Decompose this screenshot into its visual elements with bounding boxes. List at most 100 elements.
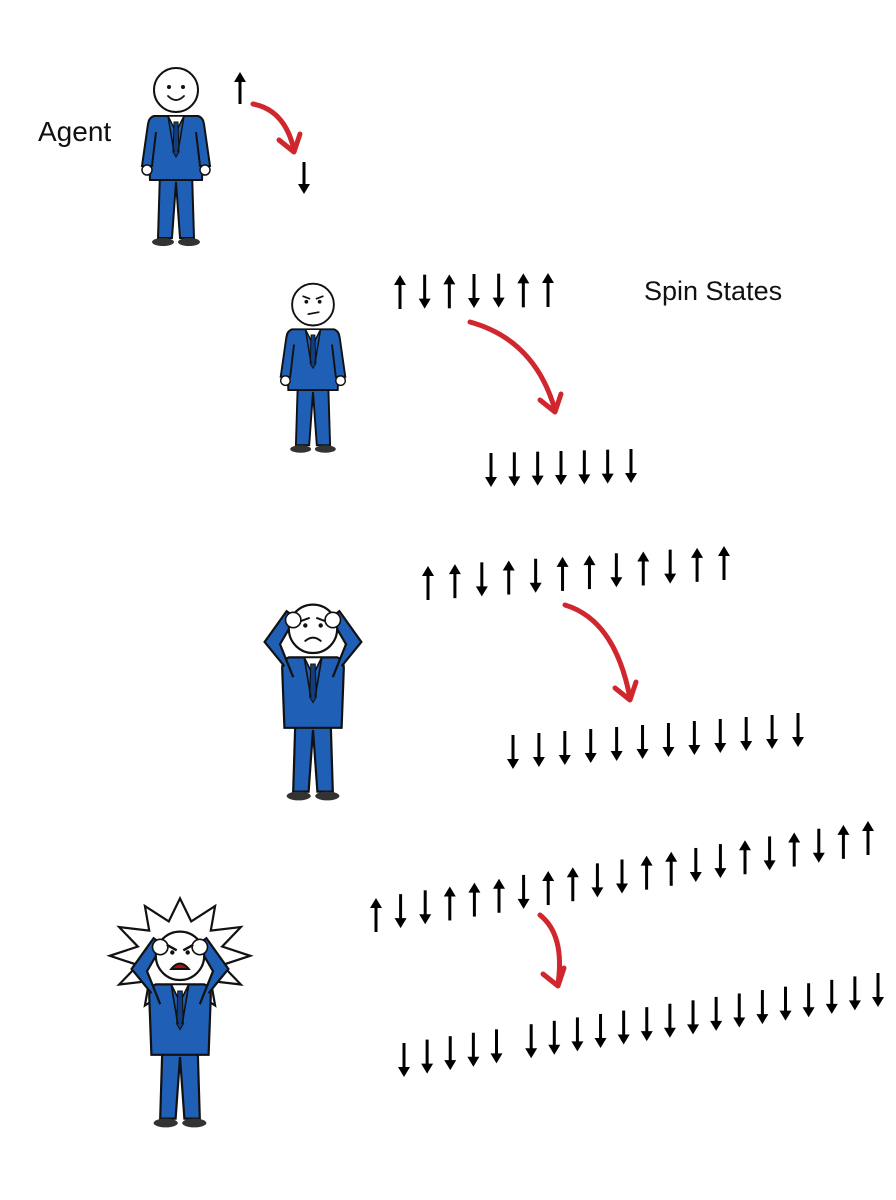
spin-down-arrow	[640, 1007, 653, 1042]
left-shoe	[153, 1118, 178, 1128]
spin-down-arrow	[594, 1013, 607, 1048]
spin-down-arrow	[555, 451, 567, 485]
spin-up-arrow	[718, 546, 730, 580]
left-hand	[279, 375, 291, 387]
spin-down-arrow	[548, 1020, 561, 1055]
spin-down-arrow	[601, 449, 614, 484]
legs	[156, 171, 196, 239]
agent-label: Agent	[38, 116, 112, 147]
agent-figure-worried	[263, 603, 363, 801]
left-eye	[303, 623, 308, 628]
right-hand	[324, 611, 342, 629]
spin-down-arrow	[740, 717, 753, 751]
spin-down-arrow	[664, 549, 677, 584]
spin-up-arrow	[370, 898, 382, 932]
agent-figure-annoyed	[279, 282, 347, 453]
transition-arrow-2	[467, 319, 564, 415]
right-eye	[318, 623, 323, 628]
right-eye	[185, 950, 190, 955]
spin-down-arrow	[578, 450, 591, 485]
transition-arrow-4	[537, 912, 567, 989]
legs	[159, 1044, 201, 1120]
spin-down-arrow	[591, 863, 604, 898]
spin-down-arrow	[394, 894, 407, 929]
spin-row-3-after	[507, 713, 804, 769]
spin-down-arrow	[610, 727, 623, 761]
spin-down-arrow	[418, 274, 431, 309]
right-hand	[191, 938, 209, 956]
spin-down-arrow	[492, 273, 505, 308]
spin-down-arrow	[792, 713, 804, 747]
lapels	[167, 115, 185, 153]
transition-arrow-3	[562, 602, 639, 703]
spin-down-arrow	[419, 890, 432, 925]
head	[291, 282, 335, 327]
spin-down-arrow	[763, 836, 776, 871]
right-hand	[335, 375, 347, 387]
spin-up-arrow	[542, 871, 555, 906]
spin-row-1-after	[298, 162, 310, 194]
right-eye	[181, 85, 185, 89]
eyebrows	[300, 616, 326, 623]
head	[287, 603, 339, 655]
spin-down-arrow	[802, 983, 815, 1018]
spin-down-arrow	[714, 719, 727, 753]
left-shoe	[286, 791, 311, 801]
spin-down-arrow	[398, 1043, 410, 1077]
spin-down-arrow	[475, 562, 488, 597]
spin-down-arrow	[507, 735, 519, 769]
spin-down-arrow	[662, 723, 675, 757]
lapels	[170, 984, 190, 1025]
spin-up-arrow	[691, 547, 704, 582]
right-shoe	[178, 238, 200, 246]
spin-up-arrow	[665, 851, 678, 886]
spin-up-arrow	[556, 556, 569, 591]
spin-down-arrow	[532, 733, 545, 767]
spin-down-arrow	[508, 452, 521, 487]
spin-down-arrow	[812, 828, 825, 863]
spin-down-arrow	[616, 859, 628, 894]
spin-down-arrow	[710, 996, 723, 1031]
spin-down-arrow	[584, 729, 597, 763]
spin-down-arrow	[468, 274, 480, 308]
mouth	[169, 962, 191, 970]
eyebrows	[166, 943, 194, 952]
left-eye	[304, 299, 309, 304]
spin-down-arrow	[490, 1029, 503, 1064]
spin-row-2-before	[394, 273, 554, 309]
spin-down-arrow	[825, 979, 838, 1014]
spin-up-arrow	[394, 275, 406, 309]
spin-down-arrow	[872, 973, 884, 1007]
spin-row-2-after	[485, 449, 637, 487]
left-eye	[170, 950, 175, 955]
agent-figure-happy	[140, 67, 212, 246]
spin-states-label: Spin States	[644, 276, 783, 306]
spin-row-1-before	[234, 72, 246, 104]
spin-up-arrow	[493, 878, 505, 913]
right-hand	[199, 164, 211, 176]
spin-up-arrow	[566, 867, 579, 902]
spin-down-arrow	[636, 725, 649, 759]
right-shoe	[314, 445, 336, 453]
spin-up-arrow	[637, 551, 650, 586]
left-eye	[167, 85, 171, 89]
spin-row-3-before	[422, 546, 730, 600]
spin-down-arrow	[766, 715, 779, 749]
left-shoe	[152, 238, 174, 246]
right-shoe	[182, 1118, 207, 1128]
spin-down-arrow	[531, 451, 544, 486]
spin-row-4-after	[398, 973, 884, 1077]
legs	[292, 717, 334, 793]
spin-down-arrow	[610, 553, 623, 588]
spin-up-arrow	[583, 555, 596, 590]
spin-down-arrow	[689, 847, 702, 882]
left-hand	[141, 164, 153, 176]
spin-up-arrow	[468, 882, 481, 917]
spin-up-arrow	[502, 560, 515, 595]
right-eye	[317, 299, 322, 304]
spin-up-arrow	[837, 824, 850, 859]
left-hand	[284, 611, 302, 629]
agent-figure-angry	[106, 895, 254, 1128]
